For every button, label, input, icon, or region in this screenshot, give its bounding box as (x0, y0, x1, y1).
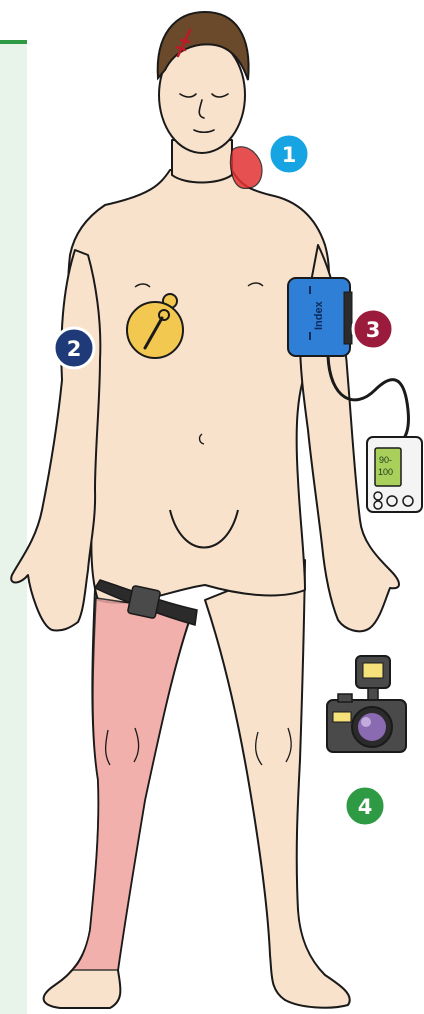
marker-3-label: 3 (366, 318, 381, 342)
torso (68, 170, 329, 603)
cuff-index-label: Index (313, 300, 325, 330)
marker-1-label: 1 (282, 143, 297, 167)
marker-2-label: 2 (67, 337, 82, 361)
neck-wound-icon (230, 147, 262, 189)
marker-4: 4 (345, 786, 385, 826)
right-leg (205, 560, 350, 1008)
marker-4-label: 4 (358, 795, 373, 819)
camera-icon (327, 656, 406, 752)
left-arm (11, 250, 100, 631)
human-figure (11, 37, 399, 1008)
bp-monitor-icon: 90- 100 (367, 437, 422, 512)
monitor-reading-line1: 90- (379, 455, 392, 465)
bp-cuff-icon: Index (288, 278, 352, 356)
marker-3: 3 (353, 309, 393, 349)
marker-2: 2 (54, 328, 94, 368)
marker-1: 1 (269, 134, 309, 174)
monitor-reading-line2: 100 (378, 467, 393, 477)
leg-injury-shading (72, 598, 192, 970)
